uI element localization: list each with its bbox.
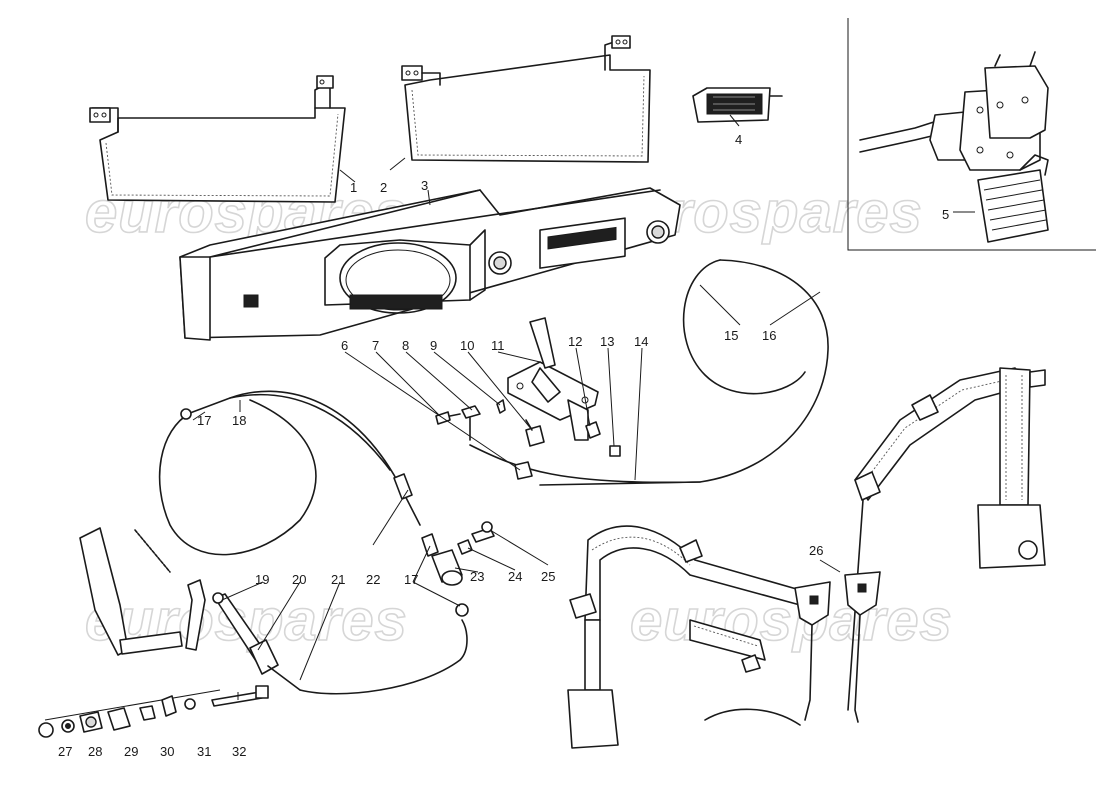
callout-2: 2 [380, 180, 387, 195]
leader-lines [192, 114, 975, 700]
callout-18: 18 [232, 413, 246, 428]
callout-28: 28 [88, 744, 102, 759]
callout-7: 7 [372, 338, 379, 353]
cable-loop-upper [539, 259, 829, 486]
seat-belt-right [847, 367, 1046, 711]
callout-24: 24 [508, 569, 522, 584]
callout-4: 4 [735, 132, 742, 147]
callout-23: 23 [470, 569, 484, 584]
sun-visor-left [89, 75, 346, 203]
seat-belt-buckles-26 [704, 571, 881, 726]
callout-29: 29 [124, 744, 138, 759]
callout-17a: 17 [197, 413, 211, 428]
callout-numbers: 1 2 3 4 5 6 7 8 9 10 11 12 13 14 15 16 1… [58, 132, 949, 759]
callout-19: 19 [255, 572, 269, 587]
callout-12: 12 [568, 334, 582, 349]
small-parts-7-10 [435, 399, 621, 480]
callout-17b: 17 [404, 572, 418, 587]
seat-belt-left [567, 525, 801, 749]
callout-22: 22 [366, 572, 380, 587]
callout-6: 6 [341, 338, 348, 353]
hardware-27-32 [38, 685, 269, 738]
dashboard-panel [179, 187, 681, 341]
rear-view-mirror [692, 87, 783, 123]
callout-32: 32 [232, 744, 246, 759]
callout-11: 11 [491, 338, 505, 353]
callout-27: 27 [58, 744, 72, 759]
callout-21: 21 [331, 572, 345, 587]
cable-21 [299, 603, 469, 695]
callout-26: 26 [809, 543, 823, 558]
adjuster-23-25 [431, 521, 495, 586]
accelerator-pedal [79, 527, 301, 691]
inset-frame [847, 18, 1096, 251]
callout-16: 16 [762, 328, 776, 343]
callout-31: 31 [197, 744, 211, 759]
callout-20: 20 [292, 572, 306, 587]
callout-8: 8 [402, 338, 409, 353]
shift-lever-assembly [507, 317, 599, 441]
callout-10: 10 [460, 338, 474, 353]
callout-3: 3 [421, 178, 428, 193]
cable-14 [469, 444, 701, 484]
callout-25: 25 [541, 569, 555, 584]
callout-5: 5 [942, 207, 949, 222]
cable-17-18-22 [158, 390, 439, 557]
callout-14: 14 [634, 334, 648, 349]
callout-9: 9 [430, 338, 437, 353]
sun-visor-right [401, 35, 651, 163]
callout-13: 13 [600, 334, 614, 349]
pedal-assembly-inset [859, 51, 1049, 243]
callout-1: 1 [350, 180, 357, 195]
callout-30: 30 [160, 744, 174, 759]
callout-15: 15 [724, 328, 738, 343]
